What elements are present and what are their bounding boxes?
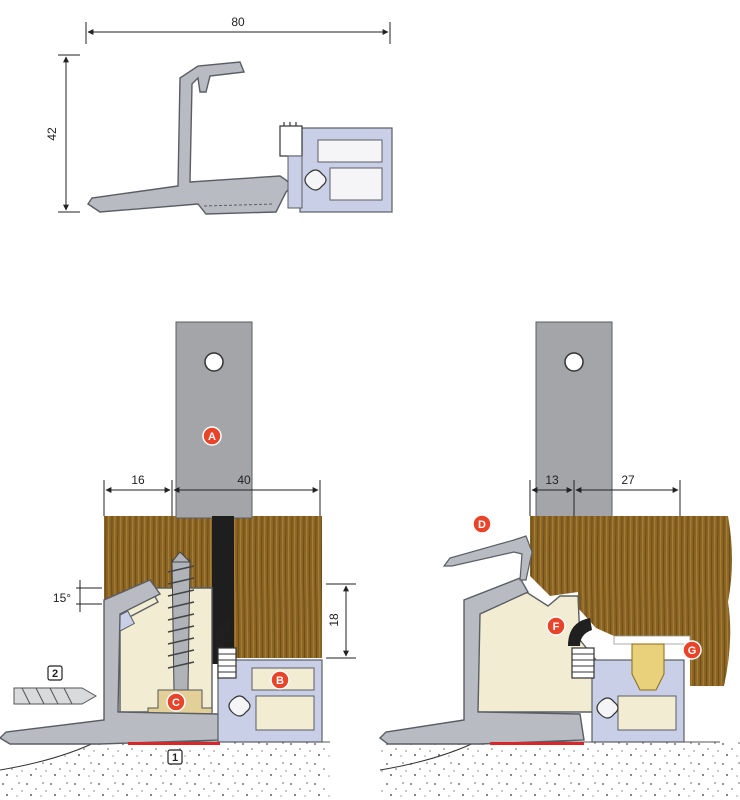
dimension-angle-label: 15° xyxy=(53,591,71,605)
marker-b-label: B xyxy=(276,675,284,687)
step-2-label: 2 xyxy=(52,668,58,680)
right-dimensions: 13 27 xyxy=(529,473,681,516)
dimension-40-label: 40 xyxy=(237,473,251,487)
pvc-frame-right xyxy=(473,587,597,713)
sealing-lip xyxy=(442,535,533,581)
marker-f: F xyxy=(546,616,566,636)
marker-c: C xyxy=(166,692,186,712)
top-profile: 80 42 xyxy=(45,15,393,215)
marker-b: B xyxy=(270,670,290,690)
marker-c-label: C xyxy=(172,697,180,709)
plate-hole-right xyxy=(564,352,584,372)
nylon-seal xyxy=(631,643,665,691)
dimension-27-label: 27 xyxy=(621,473,635,487)
right-section: 13 27 D F G xyxy=(378,321,740,800)
dimension-16-label: 16 xyxy=(131,473,145,487)
marker-f-label: F xyxy=(553,621,560,633)
dimension-width-label: 80 xyxy=(231,15,245,29)
marker-d-label: D xyxy=(478,519,486,531)
sealant-strip-right xyxy=(490,742,584,745)
marker-d: D xyxy=(472,514,492,534)
left-dimensions: 16 40 18 15° xyxy=(53,473,356,659)
sealant-strip xyxy=(128,742,220,745)
door-gasket-right xyxy=(568,618,592,646)
plate-hole xyxy=(204,352,224,372)
left-section: 16 40 18 15° 1 2 A B xyxy=(0,321,356,800)
marker-g: G xyxy=(682,640,702,660)
step-1-label: 1 xyxy=(172,752,178,764)
marker-a-label: A xyxy=(208,431,216,443)
pvc-insert xyxy=(279,122,393,213)
aluminium-threshold-profile xyxy=(87,61,293,215)
aluminium-base-profile xyxy=(0,579,223,745)
step-1-box: 1 xyxy=(167,749,183,765)
dimension-13-label: 13 xyxy=(545,473,559,487)
hinge-plate xyxy=(175,321,253,519)
marker-a: A xyxy=(202,426,222,446)
dimension-18-label: 18 xyxy=(327,613,341,627)
drill-bit-icon xyxy=(13,687,98,705)
step-2-box: 2 xyxy=(47,665,63,681)
marker-g-label: G xyxy=(688,645,697,657)
aluminium-base-right xyxy=(378,577,585,745)
fixing-screw xyxy=(167,551,195,691)
wood-door-right xyxy=(530,516,732,686)
dimension-height-label: 42 xyxy=(45,127,59,141)
dimension-height: 42 xyxy=(45,54,80,213)
door-gasket xyxy=(216,620,230,652)
dimension-width: 80 xyxy=(85,15,391,44)
